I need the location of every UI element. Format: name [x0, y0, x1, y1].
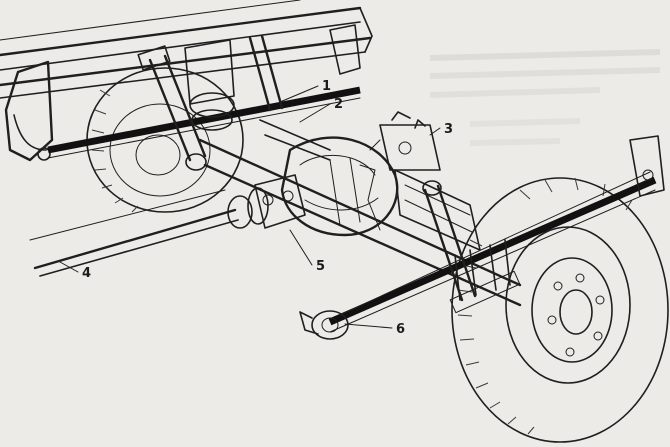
right-rear-wheel: [451, 177, 669, 443]
left-leaf-spring: [47, 86, 361, 154]
right-spring-hanger: [629, 135, 665, 197]
universal-joint: [254, 174, 306, 229]
differential-housing: [280, 136, 481, 251]
callout-2: 2: [334, 97, 343, 112]
propeller-shaft: [29, 187, 269, 277]
callout-5: 5: [316, 259, 325, 274]
bleed-through-lines: [429, 49, 661, 146]
wheel-lug-nuts: [547, 273, 605, 357]
bump-stop-cluster: [184, 24, 361, 131]
left-shock-absorber: [137, 34, 284, 171]
left-spring-hanger: [4, 60, 54, 162]
spring-front-eye: [299, 310, 349, 340]
right-shock-absorber: [422, 180, 477, 302]
leader-lines: [59, 85, 441, 329]
brake-regulator: [359, 111, 441, 231]
callout-1: 1: [322, 79, 331, 94]
callout-3: 3: [444, 122, 453, 137]
callout-6: 6: [396, 322, 405, 337]
callout-4: 4: [82, 266, 91, 281]
frame-rails: [0, 0, 373, 99]
right-leaf-spring: [328, 176, 657, 326]
